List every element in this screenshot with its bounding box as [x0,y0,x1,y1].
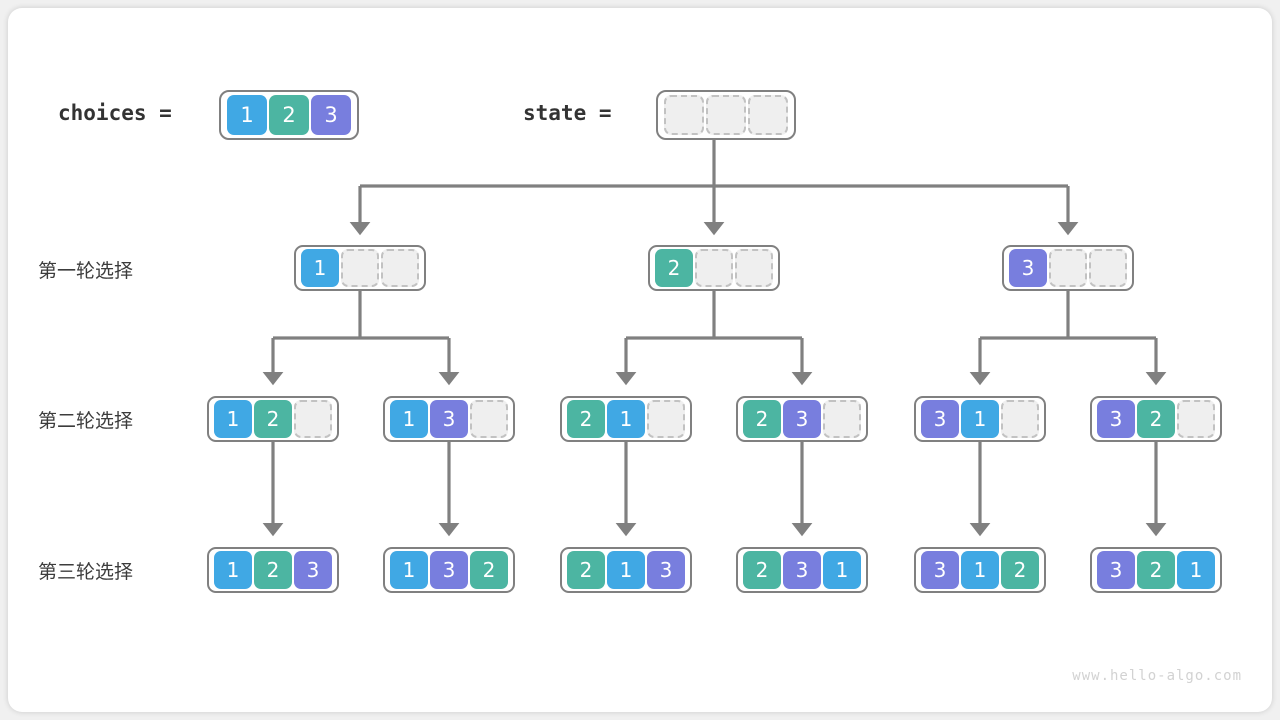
array-cell-filled: 2 [1001,551,1039,589]
array-cell-filled: 1 [390,400,428,438]
row-label-round-2: 第二轮选择 [38,410,134,432]
watermark: www.hello-algo.com [1072,668,1242,684]
array-cell-filled: 3 [311,95,351,135]
array-cell-filled: 1 [823,551,861,589]
array-cell-empty [748,95,788,135]
array-cell-empty [294,400,332,438]
array-cell-empty [1089,249,1127,287]
array-cell-filled: 1 [607,551,645,589]
array-cell-filled: 2 [269,95,309,135]
array-cell-filled: 2 [470,551,508,589]
array-cell-filled: 1 [214,551,252,589]
array-cell-filled: 3 [1097,551,1135,589]
state-label: state = [523,101,612,125]
array-cell-filled: 2 [743,400,781,438]
array-cell-empty [823,400,861,438]
array-cell-filled: 3 [294,551,332,589]
array-cell-filled: 1 [390,551,428,589]
choices-label: choices = [58,101,172,125]
tree-node-round1-3: 3 [1002,245,1134,291]
array-cell-filled: 1 [607,400,645,438]
array-cell-filled: 1 [214,400,252,438]
row-label-round-3: 第三轮选择 [38,561,134,583]
array-cell-empty [664,95,704,135]
array-cell-filled: 2 [567,400,605,438]
array-cell-filled: 3 [430,551,468,589]
array-cell-empty [706,95,746,135]
array-cell-filled: 3 [430,400,468,438]
row-label-round-1: 第一轮选择 [38,260,134,282]
array-cell-filled: 1 [227,95,267,135]
array-cell-empty [1001,400,1039,438]
array-cell-empty [381,249,419,287]
array-cell-empty [647,400,685,438]
array-cell-filled: 2 [254,551,292,589]
array-cell-empty [1049,249,1087,287]
array-cell-filled: 3 [921,400,959,438]
array-cell-filled: 2 [743,551,781,589]
array-cell-empty [695,249,733,287]
array-cell-empty [1177,400,1215,438]
array-cell-filled: 2 [655,249,693,287]
array-cell-filled: 3 [921,551,959,589]
array-cell-empty [470,400,508,438]
array-cell-filled: 3 [1009,249,1047,287]
array-cell-filled: 3 [783,551,821,589]
array-cell-filled: 3 [1097,400,1135,438]
array-cell-empty [341,249,379,287]
state-array [656,90,796,140]
array-cell-filled: 1 [301,249,339,287]
array-cell-filled: 3 [647,551,685,589]
array-cell-filled: 1 [1177,551,1215,589]
tree-node-round1-2: 2 [648,245,780,291]
tree-node-round1-1: 1 [294,245,426,291]
array-cell-filled: 2 [567,551,605,589]
array-cell-filled: 1 [961,551,999,589]
array-cell-filled: 2 [1137,400,1175,438]
array-cell-filled: 3 [783,400,821,438]
array-cell-filled: 1 [961,400,999,438]
array-cell-empty [735,249,773,287]
tree-connectors [262,131,1167,537]
array-cell-filled: 2 [254,400,292,438]
array-cell-filled: 2 [1137,551,1175,589]
